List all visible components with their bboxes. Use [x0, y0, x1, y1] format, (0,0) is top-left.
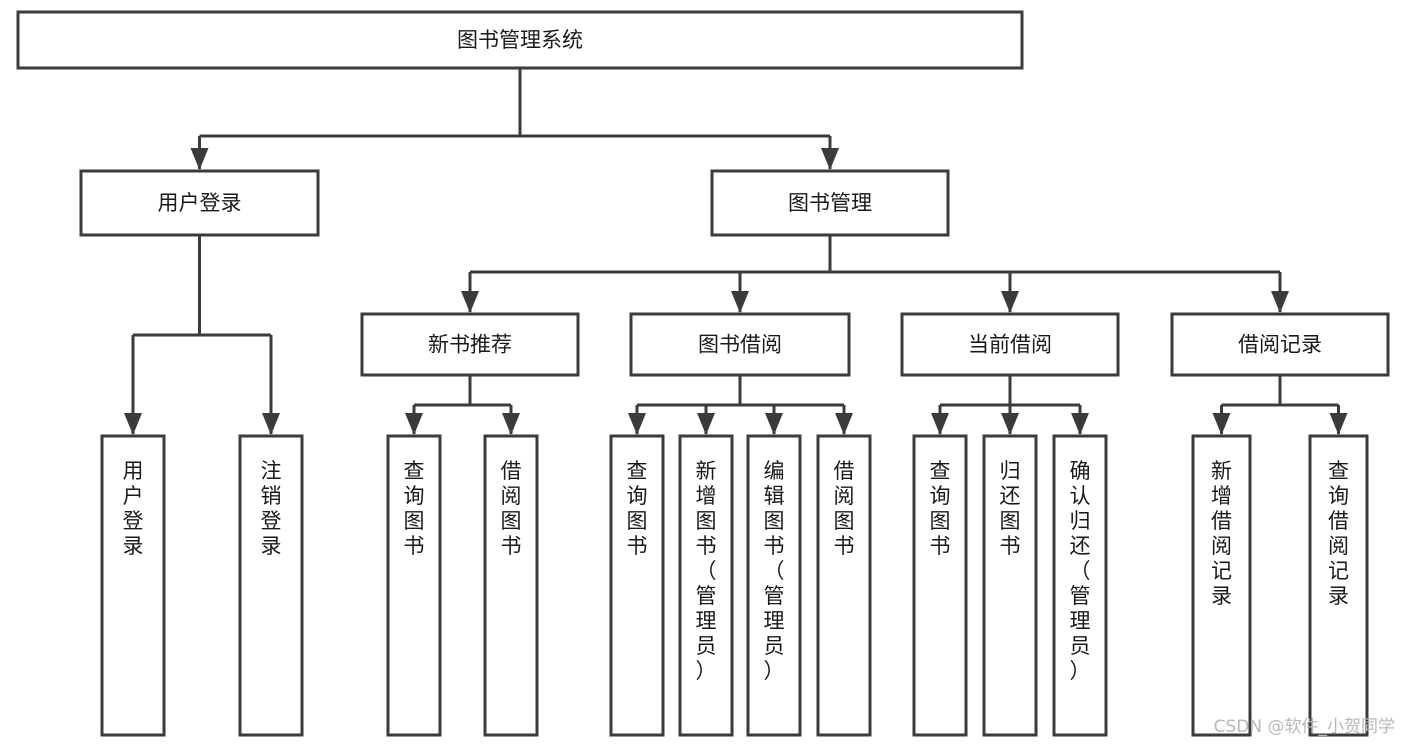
node-leaf-query-book-recommend-label: 查询图书: [404, 459, 425, 558]
node-leaf-edit-book-admin-label: 编辑图书（管理员）: [764, 459, 785, 683]
node-leaf-edit-book-admin[interactable]: 编辑图书（管理员）: [746, 434, 802, 737]
arrow-head-icon: [405, 413, 423, 435]
arrow-head-icon: [1071, 413, 1089, 435]
arrow-head-icon: [931, 413, 949, 435]
node-leaf-query-book-borrow-label: 查询图书: [627, 459, 648, 558]
node-leaf-query-book-current-box: [912, 434, 968, 737]
node-user-login-box: [79, 169, 320, 237]
node-leaf-confirm-return-admin-label: 确认归还（管理员）: [1070, 459, 1091, 683]
node-leaf-confirm-return-admin[interactable]: 确认归还（管理员）: [1052, 434, 1108, 737]
node-leaf-query-book-current[interactable]: 查询图书: [912, 434, 968, 737]
node-leaf-query-borrow-record-label: 查询借阅记录: [1328, 459, 1349, 608]
arrow-head-icon: [821, 148, 839, 170]
node-borrow-record-box: [1170, 312, 1390, 377]
node-leaf-add-book-admin-label: 新增图书（管理员）: [696, 459, 717, 683]
node-leaf-user-login[interactable]: 用户登录: [100, 434, 166, 737]
node-leaf-query-book-current-label: 查询图书: [930, 459, 951, 558]
arrow-head-icon: [1001, 413, 1019, 435]
node-leaf-query-book-borrow[interactable]: 查询图书: [609, 434, 665, 737]
node-leaf-user-login-box: [100, 434, 166, 737]
node-leaf-query-borrow-record-box: [1308, 434, 1369, 737]
node-borrow-record[interactable]: 借阅记录: [1170, 312, 1390, 377]
node-leaf-borrow-book-recommend-box: [483, 434, 539, 737]
arrow-head-icon: [628, 413, 646, 435]
node-new-book-recommend[interactable]: 新书推荐: [360, 312, 580, 377]
node-leaf-borrow-book[interactable]: 借阅图书: [816, 434, 872, 737]
node-current-borrow-box: [900, 312, 1120, 377]
arrow-head-icon: [262, 413, 280, 435]
node-user-login-label: 用户登录: [158, 191, 242, 215]
arrow-head-icon: [1329, 413, 1348, 435]
node-leaf-return-book-box: [982, 434, 1038, 737]
node-user-login[interactable]: 用户登录: [79, 169, 320, 237]
node-leaf-borrow-book-recommend[interactable]: 借阅图书: [483, 434, 539, 737]
node-book-management-label: 图书管理: [788, 191, 872, 215]
node-leaf-add-borrow-record-box: [1191, 434, 1252, 737]
node-root-system[interactable]: 图书管理系统: [16, 10, 1024, 70]
boxes-layer: 图书管理系统用户登录图书管理新书推荐图书借阅当前借阅借阅记录用户登录注销登录查询…: [16, 10, 1390, 737]
arrow-head-icon: [835, 413, 853, 435]
node-current-borrow[interactable]: 当前借阅: [900, 312, 1120, 377]
node-book-borrow-box: [629, 312, 851, 377]
node-leaf-borrow-book-recommend-label: 借阅图书: [501, 459, 522, 558]
node-leaf-return-book-label: 归还图书: [1000, 459, 1021, 558]
node-root-system-box: [16, 10, 1024, 70]
node-leaf-add-book-admin[interactable]: 新增图书（管理员）: [678, 434, 734, 737]
node-book-borrow[interactable]: 图书借阅: [629, 312, 851, 377]
arrow-head-icon: [697, 413, 715, 435]
arrow-head-icon: [765, 413, 783, 435]
node-new-book-recommend-box: [360, 312, 580, 377]
node-leaf-logout-login-label: 注销登录: [261, 459, 282, 558]
arrow-head-icon: [461, 291, 479, 313]
arrow-head-icon: [1212, 413, 1231, 435]
node-leaf-confirm-return-admin-box: [1052, 434, 1108, 737]
node-leaf-query-book-recommend-box: [386, 434, 442, 737]
arrow-head-icon: [1001, 291, 1019, 313]
arrow-head-icon: [124, 413, 142, 435]
arrow-head-icon: [502, 413, 520, 435]
node-leaf-borrow-book-box: [816, 434, 872, 737]
node-leaf-borrow-book-label: 借阅图书: [834, 459, 855, 558]
node-leaf-add-book-admin-box: [678, 434, 734, 737]
node-borrow-record-label: 借阅记录: [1238, 333, 1322, 357]
node-leaf-query-borrow-record[interactable]: 查询借阅记录: [1308, 434, 1369, 737]
node-new-book-recommend-label: 新书推荐: [428, 333, 512, 357]
arrow-head-icon: [731, 291, 749, 313]
node-book-management[interactable]: 图书管理: [710, 169, 950, 237]
node-leaf-edit-book-admin-box: [746, 434, 802, 737]
node-leaf-query-book-borrow-box: [609, 434, 665, 737]
node-leaf-user-login-label: 用户登录: [123, 459, 144, 558]
node-leaf-logout-login-box: [238, 434, 304, 737]
node-root-system-label: 图书管理系统: [457, 28, 583, 52]
node-leaf-add-borrow-record[interactable]: 新增借阅记录: [1191, 434, 1252, 737]
node-leaf-query-book-recommend[interactable]: 查询图书: [386, 434, 442, 737]
node-leaf-add-borrow-record-label: 新增借阅记录: [1211, 459, 1232, 608]
arrow-head-icon: [190, 148, 209, 170]
connectors-layer: [124, 68, 1348, 435]
node-book-management-box: [710, 169, 950, 237]
csdn-watermark: CSDN @软件_小贺同学: [1214, 717, 1395, 737]
node-leaf-logout-login[interactable]: 注销登录: [238, 434, 304, 737]
arrow-head-icon: [1271, 291, 1289, 313]
node-leaf-return-book[interactable]: 归还图书: [982, 434, 1038, 737]
node-current-borrow-label: 当前借阅: [968, 333, 1052, 357]
node-book-borrow-label: 图书借阅: [698, 333, 782, 357]
